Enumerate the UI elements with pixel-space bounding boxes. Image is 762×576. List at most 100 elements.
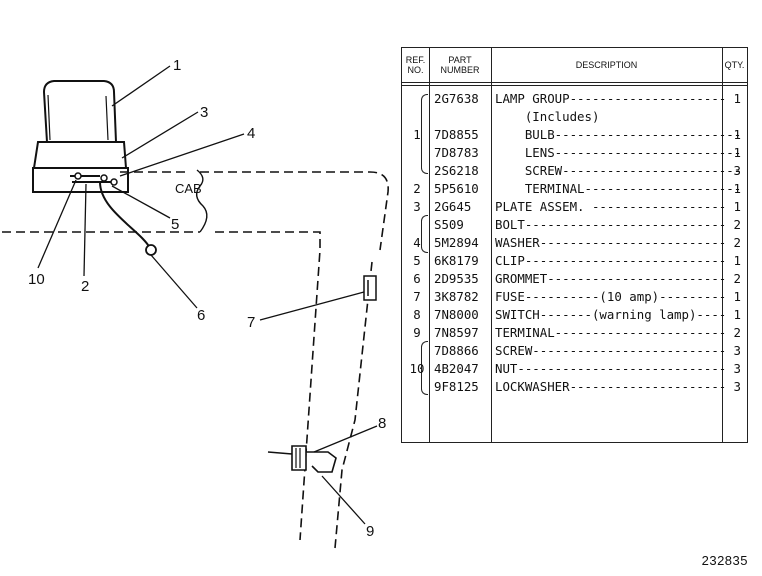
description-cell: TERMINAL----------------------- xyxy=(495,325,727,340)
parts-diagram: 1 2 3 4 5 6 7 8 9 10 CAB xyxy=(2,57,389,549)
ref-brace xyxy=(421,94,428,174)
callout-6: 6 xyxy=(197,307,205,324)
callout-9: 9 xyxy=(366,523,374,540)
description-cell: WASHER------------------------- xyxy=(495,235,727,250)
part-number-cell: 6K8179 xyxy=(434,253,479,268)
qty-cell: 2 xyxy=(733,217,741,232)
part-number-header: PART NUMBER xyxy=(440,55,480,75)
qty-cell: 2 xyxy=(733,325,741,340)
qty-cell: 1 xyxy=(733,91,741,106)
description-cell: FUSE----------(10 amp)--------- xyxy=(495,289,727,304)
part-number-cell: S509 xyxy=(434,217,464,232)
table-row: (Includes) xyxy=(402,108,747,126)
figure-number: 232835 xyxy=(701,553,748,568)
description-cell: SCREW------------------------ xyxy=(495,163,742,178)
qty-header: QTY. xyxy=(724,60,745,70)
table-row: 3 2G645 PLATE ASSEM. ------------------ 1 xyxy=(402,198,747,216)
part-number-cell: 7N8000 xyxy=(434,307,479,322)
cab-roof-outline xyxy=(120,171,389,251)
ref-cell: 5 xyxy=(413,253,421,268)
qty-cell: 1 xyxy=(733,181,741,196)
qty-cell: 1 xyxy=(733,289,741,304)
table-row: S509 BOLT--------------------------- 2 xyxy=(402,216,747,234)
lamp-wire xyxy=(99,181,151,249)
table-row: 2 5P5610 TERMINAL---------------------1 xyxy=(402,180,747,198)
terminal-drawing xyxy=(110,178,118,186)
qty-cell: 3 xyxy=(733,163,741,178)
qty-cell: 3 xyxy=(733,361,741,376)
qty-cell: 1 xyxy=(733,307,741,322)
ref-cell: 6 xyxy=(413,271,421,286)
ref-brace xyxy=(421,341,428,395)
description-cell: BOLT--------------------------- xyxy=(495,217,727,232)
qty-cell: 1 xyxy=(733,145,741,160)
bolt-head xyxy=(74,172,82,180)
ref-cell: 7 xyxy=(413,289,421,304)
callout-8: 8 xyxy=(378,415,386,432)
description-cell: LAMP GROUP--------------------- xyxy=(495,91,727,106)
ref-cell: 2 xyxy=(413,181,421,196)
part-number-cell: 2D9535 xyxy=(434,271,479,286)
column-divider xyxy=(429,48,430,442)
cab-label: CAB xyxy=(175,181,202,196)
callout-4: 4 xyxy=(247,125,255,142)
lamp-mount-plate-drawing xyxy=(32,167,129,193)
callout-5: 5 xyxy=(171,216,179,233)
column-divider xyxy=(491,48,492,442)
part-number-cell: 7D8866 xyxy=(434,343,479,358)
ref-brace xyxy=(421,215,428,253)
part-number-cell: 3K8782 xyxy=(434,289,479,304)
switch-ridges xyxy=(295,448,301,468)
ref-cell: 10 xyxy=(409,361,425,376)
ref-cell: 3 xyxy=(413,199,421,214)
parts-list-table: REF. NO. PART NUMBER DESCRIPTION QTY. 2G… xyxy=(401,47,748,443)
description-cell: NUT---------------------------- xyxy=(495,361,727,376)
column-divider xyxy=(722,48,723,442)
table-row: 7 3K8782 FUSE----------(10 amp)--------- 1 xyxy=(402,288,747,306)
fuse-holder-drawing xyxy=(363,275,377,301)
part-number-cell: 7N8597 xyxy=(434,325,479,340)
qty-cell: 2 xyxy=(733,271,741,286)
part-number-cell: 7D8855 xyxy=(434,127,479,142)
cab-side-outline xyxy=(2,231,321,541)
description-cell: TERMINAL--------------------- xyxy=(495,181,742,196)
description-header: DESCRIPTION xyxy=(575,60,638,70)
lamp-dome-shading xyxy=(47,94,109,141)
description-cell: SWITCH-------(warning lamp)---- xyxy=(495,307,727,322)
qty-cell: 1 xyxy=(733,199,741,214)
qty-cell: 1 xyxy=(733,253,741,268)
qty-cell: 1 xyxy=(733,127,741,142)
description-cell: PLATE ASSEM. ------------------ xyxy=(495,199,727,214)
part-number-cell: 5P5610 xyxy=(434,181,479,196)
lamp-base-drawing xyxy=(32,141,128,169)
ref-cell: 8 xyxy=(413,307,421,322)
ref-no-header: REF. NO. xyxy=(405,55,426,75)
description-cell: LENS------------------------- xyxy=(495,145,742,160)
callout-3: 3 xyxy=(200,104,208,121)
part-number-cell: 5M2894 xyxy=(434,235,479,250)
cab-inner-wall xyxy=(334,261,373,549)
part-number-cell: 2G645 xyxy=(434,199,472,214)
qty-cell: 2 xyxy=(733,235,741,250)
qty-cell: 3 xyxy=(733,379,741,394)
ref-cell: 1 xyxy=(413,127,421,142)
callout-leaders xyxy=(37,65,378,525)
table-row: 9 7N8597 TERMINAL----------------------- 2 xyxy=(402,324,747,342)
description-cell: (Includes) xyxy=(495,109,600,124)
ref-cell: 9 xyxy=(413,325,421,340)
part-number-cell: 9F8125 xyxy=(434,379,479,394)
description-cell: SCREW-------------------------- xyxy=(495,343,727,358)
header-rule xyxy=(402,82,747,83)
table-row: 2S6218 SCREW------------------------3 xyxy=(402,162,747,180)
part-number-cell: 7D8783 xyxy=(434,145,479,160)
table-row: 8 7N8000 SWITCH-------(warning lamp)---- 1 xyxy=(402,306,747,324)
part-number-cell: 2S6218 xyxy=(434,163,479,178)
